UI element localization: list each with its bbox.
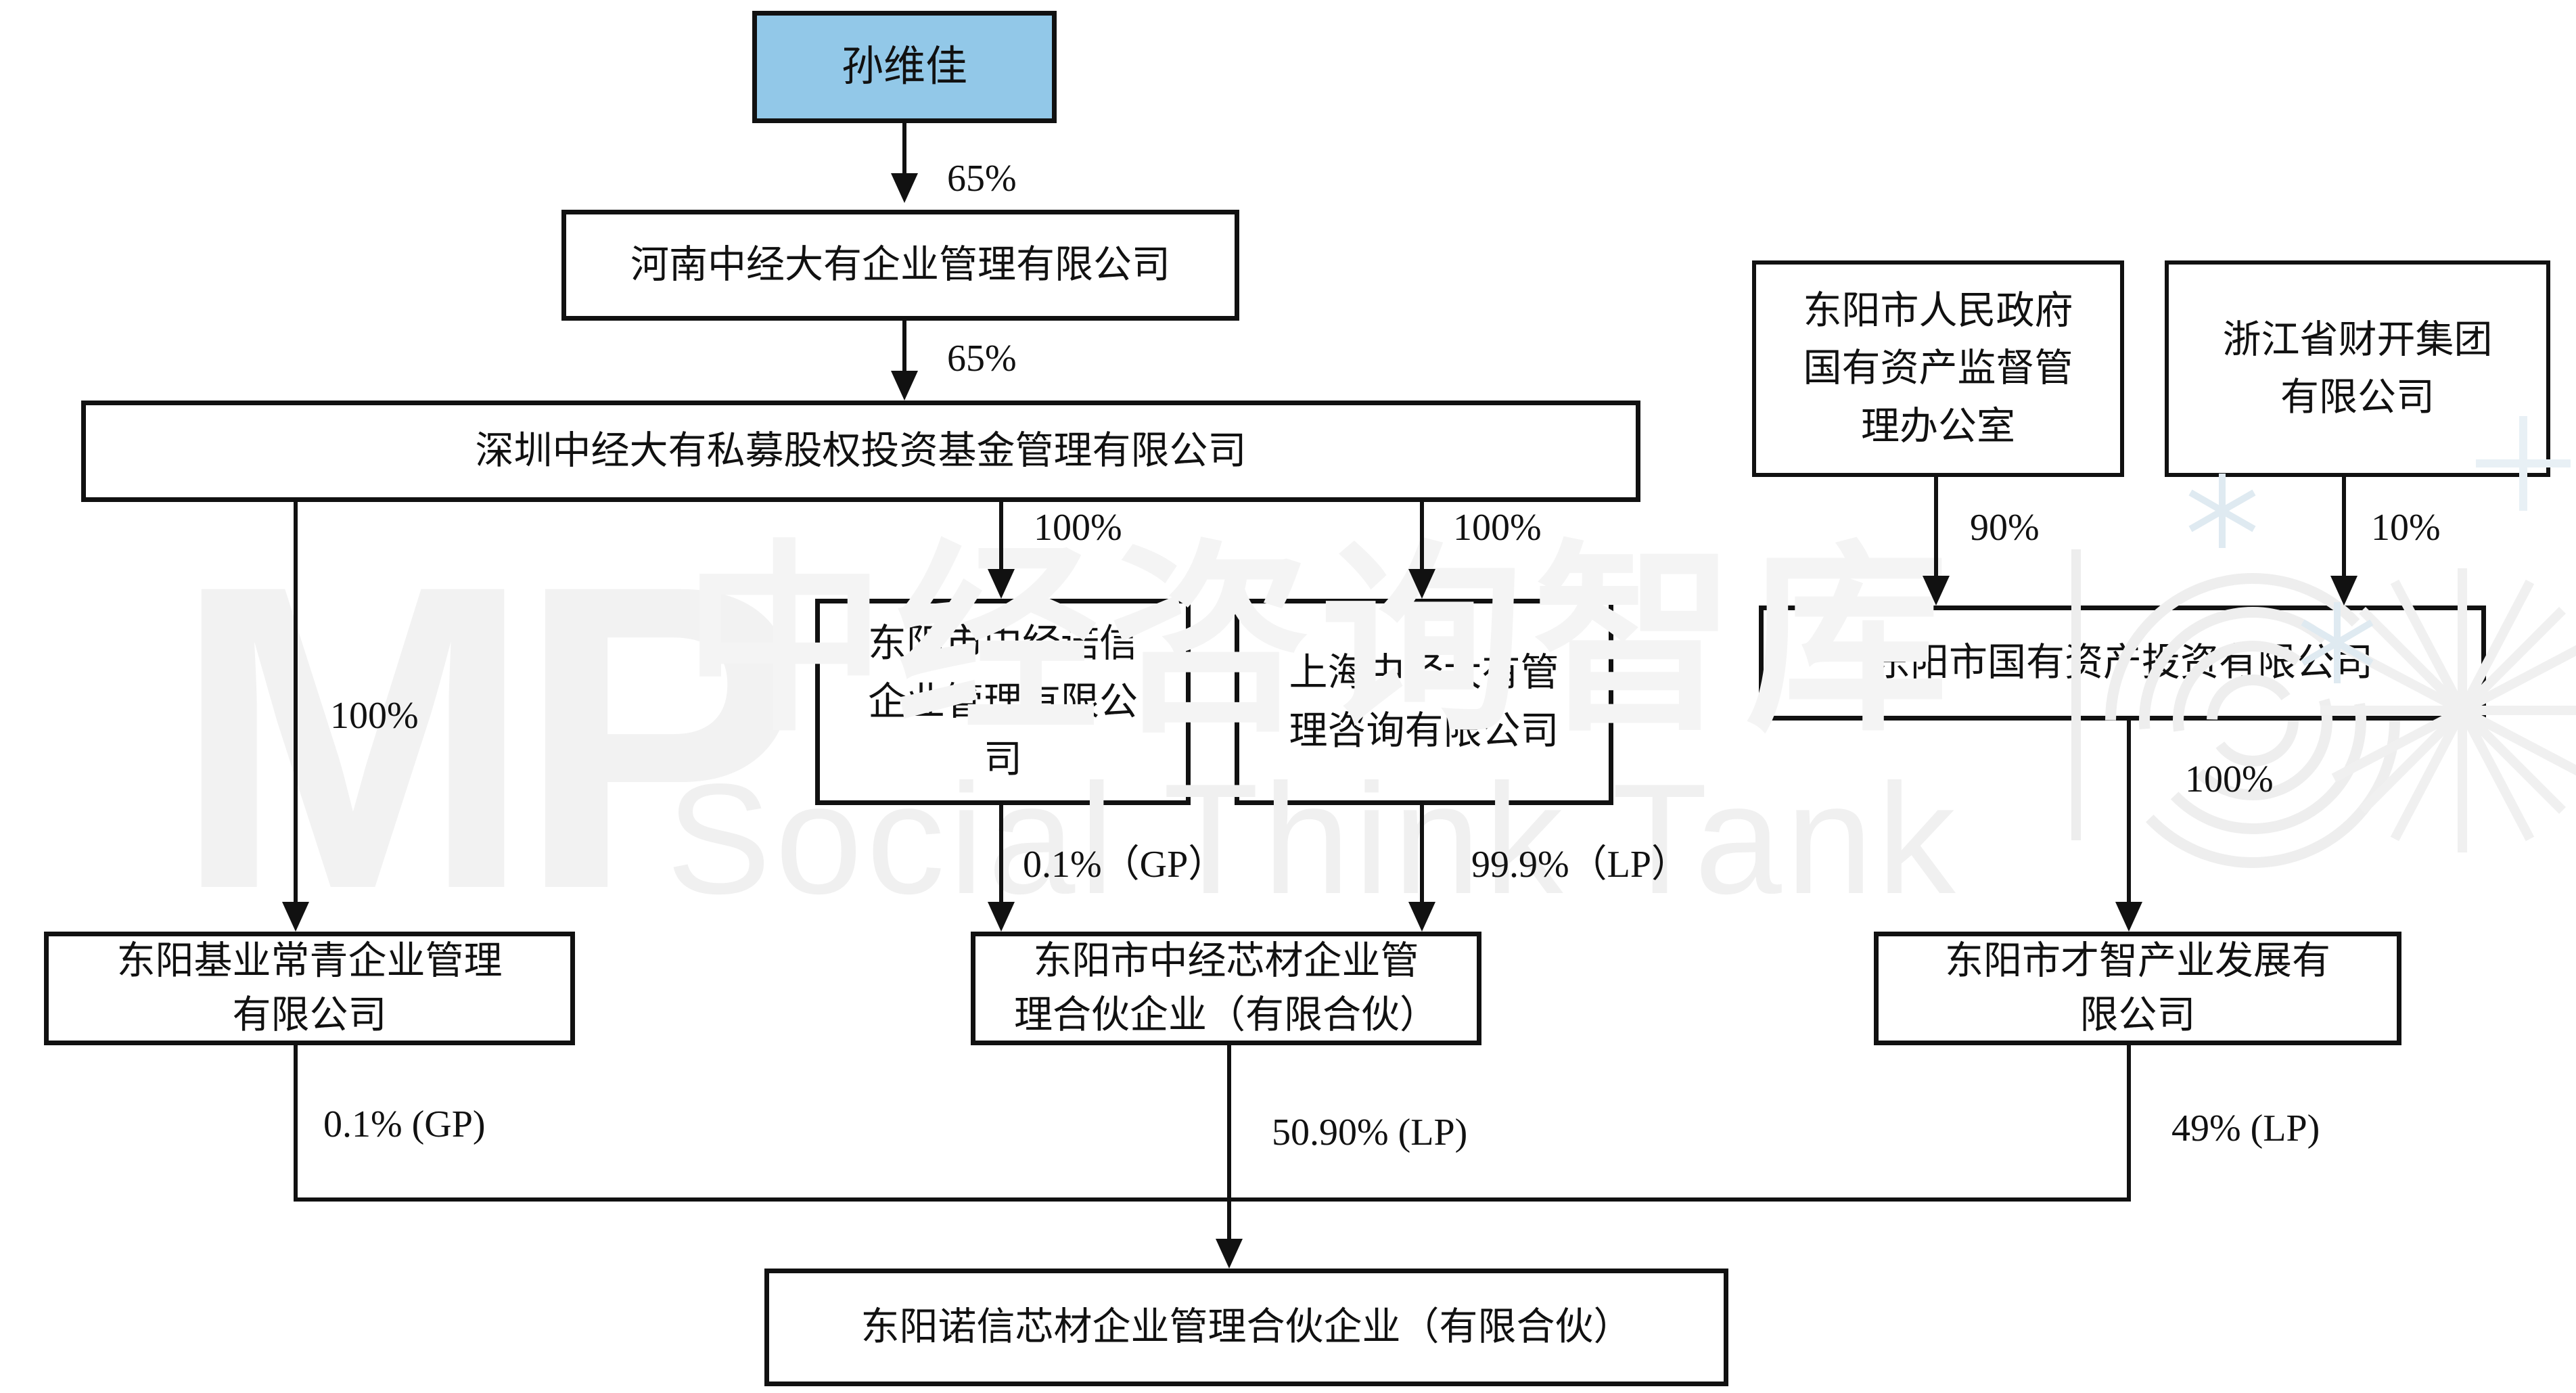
- node-zhejiang-caikai: 浙江省财开集团 有限公司: [2165, 260, 2550, 477]
- pct-caizhi-bottom: 49% (LP): [2171, 1107, 2320, 1149]
- node-dongyang-jiye: 东阳基业常青企业管理 有限公司: [44, 932, 575, 1045]
- pct-shenzhen-nuoxin: 100%: [1034, 507, 1122, 549]
- connector-jiye-bus: [294, 1045, 298, 1202]
- connector-caikai-guozi: [2342, 477, 2346, 577]
- pct-shanghai-xincai: 99.9%（LP）: [1471, 844, 1689, 886]
- connector-sun-henan: [902, 123, 906, 175]
- node-henan-zhongjing: 河南中经大有企业管理有限公司: [561, 210, 1239, 321]
- arrowhead-down-icon: [1216, 1239, 1243, 1269]
- node-label: 东阳市中经诺信 企业管理有限公 司: [868, 622, 1138, 781]
- watermark-swirl-icon: [2105, 573, 2400, 868]
- node-label: 东阳基业常青企业管理 有限公司: [116, 940, 503, 1036]
- arrowhead-down-icon: [988, 569, 1015, 599]
- arrowhead-down-icon: [1408, 902, 1435, 932]
- node-shanghai-zhongjing: 上海中经大有管 理咨询有限公司: [1235, 599, 1613, 805]
- node-dongyang-nuoxin: 东阳市中经诺信 企业管理有限公 司: [815, 599, 1191, 805]
- connector-shenzhen-shanghai: [1420, 502, 1424, 570]
- connector-henan-shenzhen: [902, 321, 906, 372]
- node-label: 上海中经大有管 理咨询有限公司: [1289, 652, 1559, 752]
- node-label: 深圳中经大有私募股权投资基金管理有限公司: [475, 430, 1247, 473]
- node-dongyang-caizhi: 东阳市才智产业发展有 限公司: [1874, 932, 2401, 1045]
- pct-shenzhen-shanghai: 100%: [1453, 507, 1542, 549]
- connector-nuoxin-xincai: [999, 805, 1003, 903]
- pct-guozi-caizhi: 100%: [2185, 758, 2274, 800]
- node-label: 浙江省财开集团 有限公司: [2222, 318, 2493, 419]
- pct-jiye-bottom: 0.1% (GP): [323, 1103, 486, 1145]
- connector-shanghai-xincai: [1420, 805, 1424, 903]
- node-label: 东阳市人民政府 国有资产监督管 理办公室: [1803, 289, 2073, 448]
- pct-henan-shenzhen: 65%: [947, 338, 1017, 380]
- connector-gov-guozi: [1934, 477, 1938, 577]
- pct-caikai-guozi: 10%: [2371, 507, 2441, 549]
- node-dongyang-nuoxin-xincai: 东阳诺信芯材企业管理合伙企业（有限合伙）: [764, 1269, 1728, 1386]
- connector-xincai-bottom: [1227, 1045, 1231, 1240]
- watermark-mp-logo: MP: [172, 495, 805, 979]
- pct-sun-henan: 65%: [947, 158, 1017, 200]
- node-sun-weijia: 孙维佳: [752, 11, 1057, 123]
- pct-nuoxin-xincai: 0.1%（GP）: [1023, 844, 1226, 886]
- pct-xincai-bottom: 50.90% (LP): [1272, 1112, 1468, 1154]
- node-label: 东阳市才智产业发展有 限公司: [1945, 940, 2330, 1036]
- arrowhead-down-icon: [1408, 569, 1435, 599]
- pct-shenzhen-jiye: 100%: [330, 695, 419, 737]
- arrowhead-down-icon: [2115, 902, 2142, 932]
- node-dongyang-gov-office: 东阳市人民政府 国有资产监督管 理办公室: [1752, 260, 2124, 477]
- connector-guozi-caizhi: [2127, 721, 2131, 903]
- arrowhead-down-icon: [891, 371, 918, 401]
- node-label: 东阳市国有资产投资有限公司: [1872, 641, 2373, 685]
- node-label: 孙维佳: [841, 43, 967, 90]
- node-dongyang-guozi: 东阳市国有资产投资有限公司: [1759, 606, 2486, 721]
- pct-gov-guozi: 90%: [1970, 507, 2040, 549]
- arrowhead-down-icon: [1923, 576, 1950, 606]
- arrowhead-down-icon: [282, 902, 309, 932]
- watermark-sparkle-icon: [2188, 474, 2256, 548]
- node-label: 河南中经大有企业管理有限公司: [630, 244, 1170, 287]
- connector-shenzhen-nuoxin: [999, 502, 1003, 570]
- connector-bottom-bus: [294, 1197, 2131, 1202]
- arrowhead-down-icon: [988, 902, 1015, 932]
- arrowhead-down-icon: [2330, 576, 2358, 606]
- node-label: 东阳市中经芯材企业管 理合伙企业（有限合伙）: [1014, 940, 1438, 1036]
- connector-caizhi-bus: [2127, 1045, 2131, 1202]
- arrowhead-down-icon: [891, 173, 918, 203]
- node-label: 东阳诺信芯材企业管理合伙企业（有限合伙）: [860, 1306, 1632, 1349]
- connector-shenzhen-jiye: [294, 502, 298, 903]
- node-dongyang-xincai: 东阳市中经芯材企业管 理合伙企业（有限合伙）: [971, 932, 1481, 1045]
- node-shenzhen-zhongjing: 深圳中经大有私募股权投资基金管理有限公司: [81, 401, 1640, 502]
